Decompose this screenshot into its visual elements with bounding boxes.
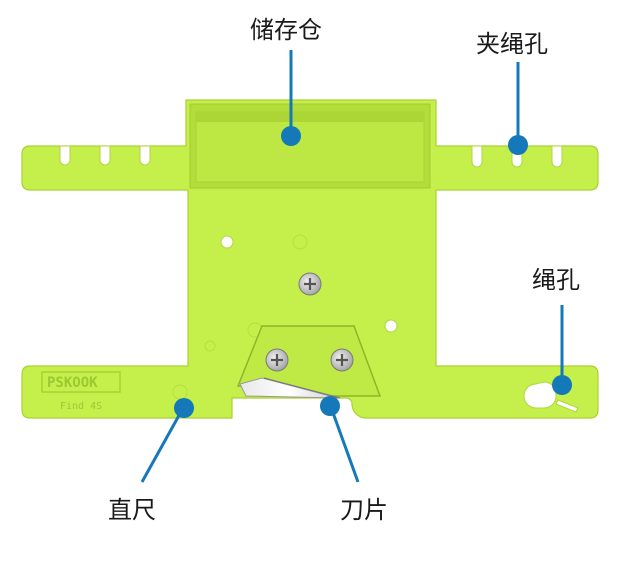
- label-rope-hole: 绳孔: [532, 266, 580, 294]
- blade-assembly: [236, 325, 382, 399]
- mount-hole-left: [220, 235, 234, 249]
- callout-storage: [281, 50, 301, 146]
- label-blade: 刀片: [340, 496, 388, 524]
- callout-ruler: [140, 398, 194, 483]
- screw-icon: [330, 348, 354, 372]
- mount-hole-right: [384, 319, 398, 333]
- storage-compartment: [189, 103, 431, 189]
- callout-blade: [320, 396, 360, 483]
- callout-rope-hole: [552, 305, 572, 395]
- brand-sub: Find 4S: [60, 401, 102, 412]
- label-storage: 储存仓: [250, 16, 322, 44]
- tool-body: PSKOOK Find 4S: [21, 99, 599, 419]
- label-clip-holes: 夹绳孔: [476, 30, 548, 58]
- screw-icon: [298, 272, 322, 296]
- blade-edge: [263, 377, 341, 399]
- callout-clip-holes: [508, 62, 528, 155]
- brand-mark: PSKOOK Find 4S: [41, 371, 121, 412]
- clip-slots-right: [471, 145, 563, 168]
- label-ruler: 直尺: [108, 496, 156, 524]
- clip-slots-left: [59, 145, 151, 166]
- brand-name: PSKOOK: [47, 375, 98, 391]
- tool-body-outline: [21, 99, 599, 419]
- screw-icon: [265, 348, 289, 372]
- blade-cover: [236, 325, 382, 397]
